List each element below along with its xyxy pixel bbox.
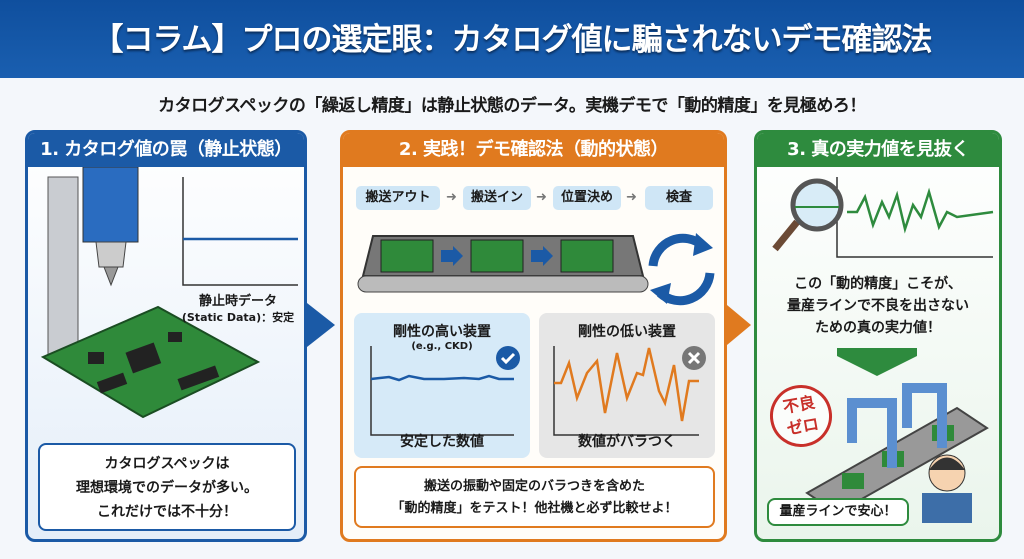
high-rigidity-card: 剛性の高い装置 (e.g., CKD) 安定した数値 [354,313,530,458]
down-arrow-icon [837,348,917,376]
step-arrow-icon: ➜ [446,190,457,205]
cross-icon [682,346,706,370]
blue-arrow-icon [307,303,335,347]
stable-graph [370,346,520,436]
header-banner [0,0,1024,78]
static-data-sublabel: (Static Data)：安定 [181,311,295,324]
production-line-illustration [805,383,989,523]
panel-true-value: 3. 真の実力値を見抜く この「動的精度」こそが、 量産ラインで不良を出さない … [754,130,1002,542]
high-rigidity-example: (e.g., CKD) [411,341,473,352]
catalog-note-box: カタログスペックは 理想環境でのデータが多い。 これだけでは不十分！ [38,443,296,531]
step-arrow-icon: ➜ [536,190,547,205]
text-line: ための真の実力値！ [815,320,941,336]
step-inspection: 検査 [645,186,713,210]
step-positioning: 位置決め [553,186,621,210]
subtitle: カタログスペックの「繰返し精度」は静止状態のデータ。実機デモで「動的精度」を見極… [158,96,866,116]
demo-note-box: 搬送の振動や固定のバラつきを含めた 「動的精度」をテスト！他社機と必ず比較せよ！ [354,466,715,528]
page-title: 【コラム】プロの選定眼：カタログ値に騙されないデモ確認法 [92,22,932,58]
speech-bubble: 量産ラインで安心！ [767,498,909,526]
step-transfer-out: 搬送アウト [356,186,440,210]
static-graph-axes [182,177,298,286]
text-line: この「動的精度」こそが、 [794,276,962,292]
note-line: 搬送の振動や固定のバラつきを含めた [423,479,645,494]
worker-illustration [922,454,972,523]
low-rigidity-title: 剛性の低い装置 [578,324,676,340]
high-rigidity-title: 剛性の高い装置 [393,324,491,340]
orange-arrow-icon [727,305,751,345]
panel-catalog-trap: 1. カタログ値の罠（静止状態） 静止時データ (Static Data)：安定… [25,130,307,542]
step-arrow-icon: ➜ [626,190,637,205]
panel-title: 3. 真の実力値を見抜く [757,133,999,167]
low-rigidity-card: 剛性の低い装置 数値がバラつく [539,313,715,458]
conveyor-illustration [357,233,715,306]
magnifier-icon [772,178,844,252]
note-line: カタログスペックは [104,456,230,472]
panel-title: 2. 実践！デモ確認法（動的状態） [343,133,724,167]
low-rigidity-caption: 数値がバラつく [578,434,676,450]
note-line: これだけでは不十分！ [97,504,237,520]
note-line: 「動的精度」をテスト！他社機と必ず比較せよ！ [391,501,678,516]
high-rigidity-caption: 安定した数値 [400,434,484,450]
panel-demo-method: 2. 実践！デモ確認法（動的状態） 搬送アウト ➜ 搬送イン ➜ 位置決め ➜ … [340,130,727,542]
magnified-graph [772,177,994,258]
true-value-text: この「動的精度」こそが、 量産ラインで不良を出さない ための真の実力値！ [757,273,999,339]
refresh-cycle-icon [648,233,715,306]
static-data-label: 静止時データ [198,294,277,309]
note-line: 理想環境でのデータが多い。 [76,480,258,496]
machine-pcb-illustration [40,167,298,419]
check-icon [496,346,520,370]
text-line: 量産ラインで不良を出さない [787,298,969,314]
unstable-graph [553,346,706,436]
step-transfer-in: 搬送イン [463,186,531,210]
panel-title: 1. カタログ値の罠（静止状態） [28,133,304,167]
